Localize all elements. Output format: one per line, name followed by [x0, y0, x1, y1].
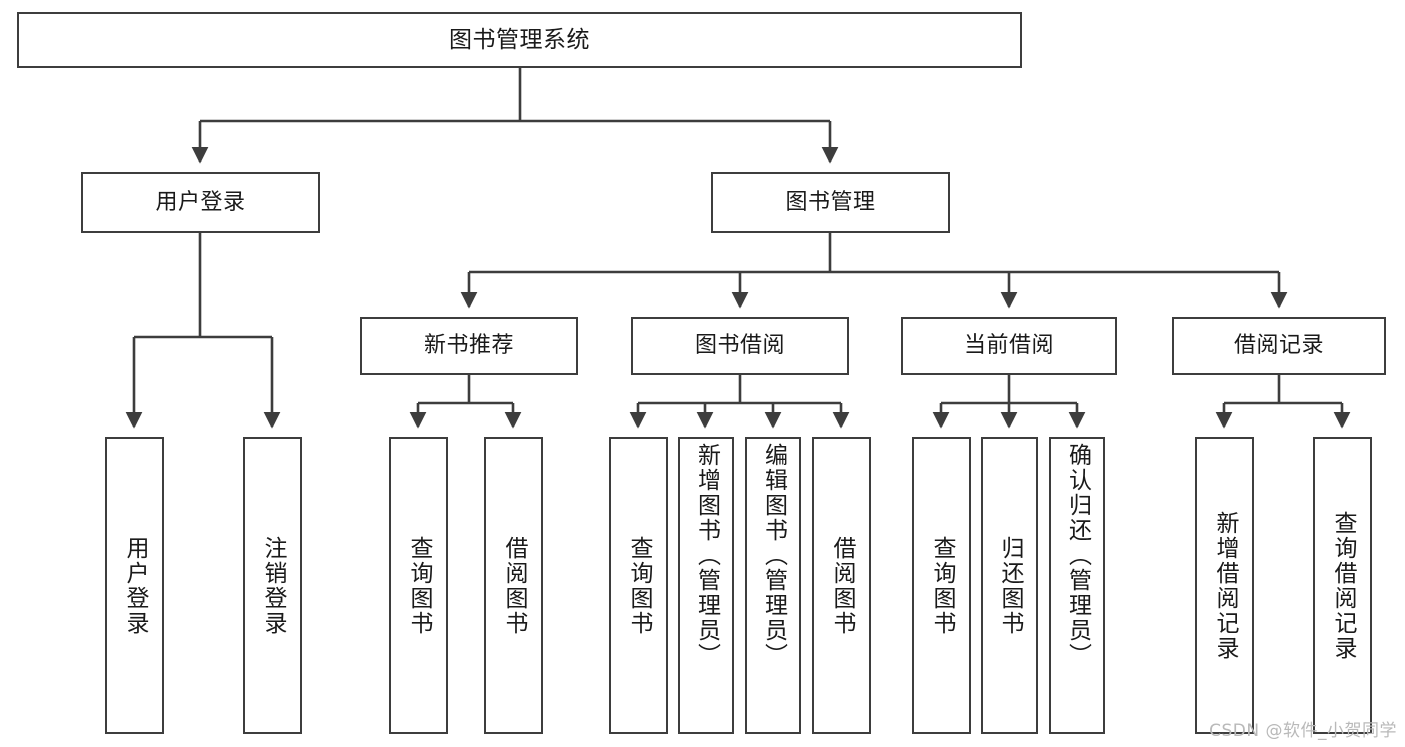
node-label: 借阅图书	[501, 535, 527, 636]
leaf-logout-login[interactable]: 注销登录	[243, 437, 302, 734]
node-label: 查询图书	[626, 535, 652, 636]
leaf-confirm-return-admin[interactable]: 确认归还（管理员）	[1049, 437, 1105, 734]
node-borrow-record[interactable]: 借阅记录	[1172, 317, 1386, 375]
node-current-borrow[interactable]: 当前借阅	[901, 317, 1117, 375]
node-label: 编辑图书（管理员）	[760, 443, 787, 668]
node-new-book-recommend[interactable]: 新书推荐	[360, 317, 578, 375]
node-label: 图书借阅	[694, 333, 785, 359]
node-label: 注销登录	[260, 535, 286, 636]
leaf-borrow-book[interactable]: 借阅图书	[812, 437, 871, 734]
node-root-library-system[interactable]: 图书管理系统	[17, 12, 1022, 68]
node-label: 当前借阅	[963, 333, 1054, 359]
leaf-add-book-admin[interactable]: 新增图书（管理员）	[678, 437, 734, 734]
node-label: 借阅记录	[1233, 333, 1324, 359]
leaf-add-borrow-record[interactable]: 新增借阅记录	[1195, 437, 1254, 734]
node-label: 图书管理系统	[449, 26, 590, 53]
leaf-return-book[interactable]: 归还图书	[981, 437, 1038, 734]
leaf-query-book-current[interactable]: 查询图书	[912, 437, 971, 734]
node-label: 图书管理	[785, 189, 876, 215]
leaf-query-book-recommend[interactable]: 查询图书	[389, 437, 448, 734]
node-label: 借阅图书	[829, 535, 855, 636]
node-label: 确认归还（管理员）	[1064, 443, 1091, 668]
leaf-query-book-borrow[interactable]: 查询图书	[609, 437, 668, 734]
node-book-borrow[interactable]: 图书借阅	[631, 317, 849, 375]
csdn-watermark: CSDN @软件_小贺同学	[1209, 721, 1397, 741]
node-label: 新增借阅记录	[1212, 510, 1238, 661]
leaf-query-borrow-record[interactable]: 查询借阅记录	[1313, 437, 1372, 734]
node-label: 新书推荐	[423, 333, 514, 359]
node-label: 用户登录	[155, 189, 246, 215]
leaf-borrow-book-recommend[interactable]: 借阅图书	[484, 437, 543, 734]
node-label: 查询图书	[406, 535, 432, 636]
node-user-login[interactable]: 用户登录	[81, 172, 320, 233]
node-label: 新增图书（管理员）	[693, 443, 720, 668]
node-label: 查询图书	[929, 535, 955, 636]
leaf-user-login[interactable]: 用户登录	[105, 437, 164, 734]
node-label: 归还图书	[997, 535, 1023, 636]
leaf-edit-book-admin[interactable]: 编辑图书（管理员）	[745, 437, 801, 734]
node-label: 查询借阅记录	[1330, 510, 1356, 661]
node-label: 用户登录	[122, 535, 148, 636]
node-book-management[interactable]: 图书管理	[711, 172, 950, 233]
